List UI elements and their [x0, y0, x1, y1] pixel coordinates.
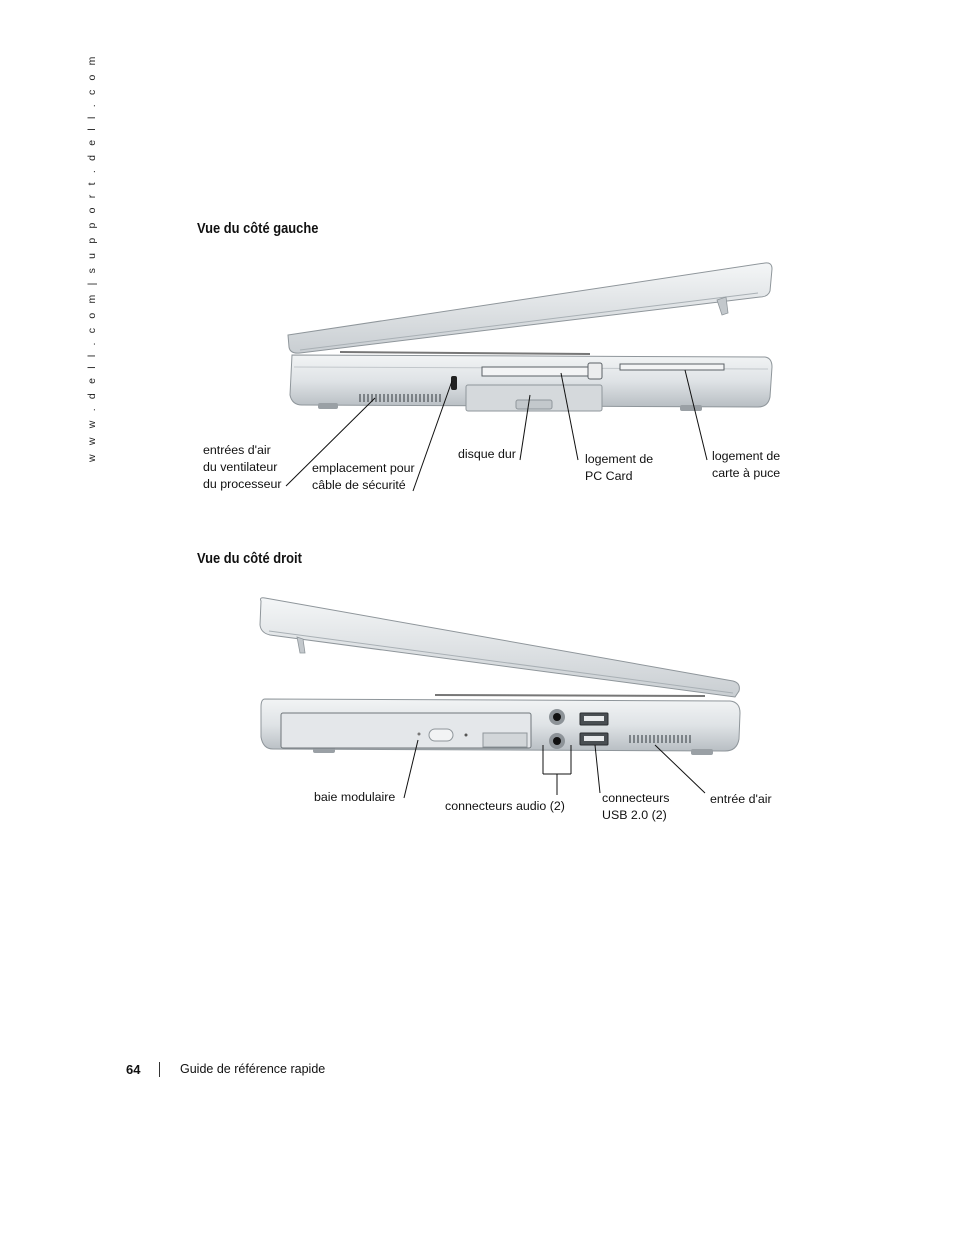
- label-pc-card: logement de PC Card: [585, 452, 654, 483]
- label-security-slot: emplacement pour câble de sécurité: [312, 461, 415, 492]
- label-audio-connectors: connecteurs audio (2): [445, 799, 565, 813]
- label-hard-drive: disque dur: [458, 447, 516, 461]
- label-modular-bay: baie modulaire: [314, 790, 396, 804]
- label-usb-connectors: connecteurs USB 2.0 (2): [602, 791, 670, 822]
- label-smart-card: logement de carte à puce: [712, 449, 781, 480]
- right-view-title: Vue du côté droit: [197, 550, 302, 567]
- label-air-intake: entrées d'air du ventilateur du processe…: [203, 443, 282, 491]
- footer-divider: [159, 1062, 160, 1077]
- right-side-illustration: [255, 595, 750, 760]
- left-view-title: Vue du côté gauche: [197, 220, 319, 237]
- label-air-vent: entrée d'air: [710, 792, 772, 806]
- left-side-illustration: [280, 255, 790, 420]
- footer-title: Guide de référence rapide: [180, 1062, 326, 1076]
- page-number: 64: [126, 1062, 141, 1077]
